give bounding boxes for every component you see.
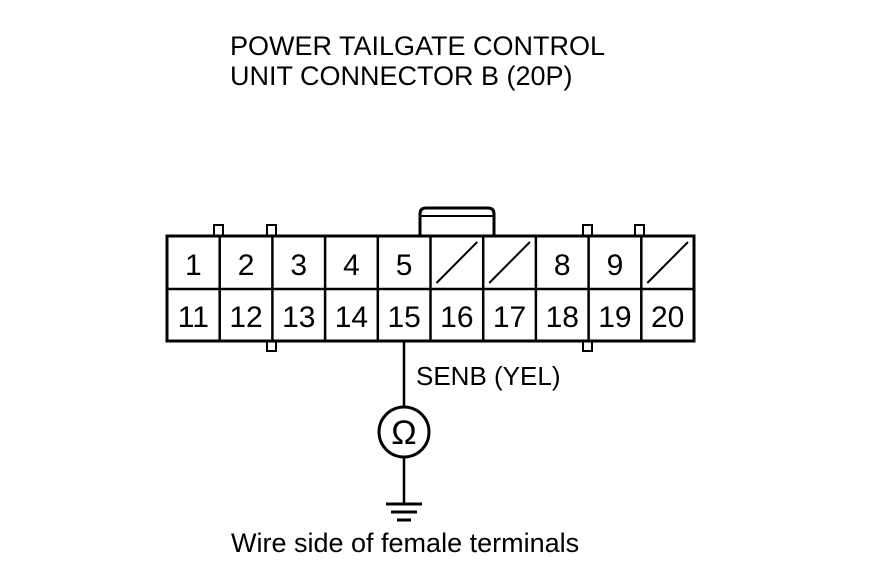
terminal-row-bottom: 11 12 13 14 15 16 17 18 19 20 <box>178 301 685 334</box>
terminal-4: 4 <box>343 249 360 282</box>
terminal-1: 1 <box>185 249 202 282</box>
title-line-2: UNIT CONNECTOR B (20P) <box>230 61 573 91</box>
terminal-14: 14 <box>335 301 368 334</box>
diagram-title: POWER TAILGATE CONTROL UNIT CONNECTOR B … <box>230 31 605 91</box>
terminal-5: 5 <box>396 249 413 282</box>
ohm-symbol: Ω <box>391 414 416 452</box>
unused-cell-mark <box>488 241 531 284</box>
terminal-8: 8 <box>554 249 571 282</box>
terminal-11: 11 <box>178 301 209 334</box>
unused-cell-marks <box>435 241 689 284</box>
title-line-1: POWER TAILGATE CONTROL <box>230 31 606 61</box>
terminal-9: 9 <box>607 249 624 282</box>
connector-latch <box>418 206 496 236</box>
terminal-13: 13 <box>282 301 315 334</box>
column-dividers <box>218 236 643 341</box>
terminal-row-top: 1 2 3 4 5 8 9 <box>185 249 623 282</box>
terminal-12: 12 <box>229 301 262 334</box>
terminal-15: 15 <box>387 301 420 334</box>
wire-label: SENB (YEL) <box>416 361 561 391</box>
unused-cell-mark <box>435 241 478 284</box>
terminal-17: 17 <box>493 301 526 334</box>
terminal-16: 16 <box>440 301 473 334</box>
terminal-19: 19 <box>598 301 631 334</box>
terminal-20: 20 <box>651 301 684 334</box>
terminal-3: 3 <box>290 249 307 282</box>
terminal-18: 18 <box>546 301 579 334</box>
diagram-caption: Wire side of female terminals <box>231 528 580 558</box>
ground-icon <box>386 457 422 522</box>
terminal-2: 2 <box>238 249 255 282</box>
unused-cell-mark <box>646 241 689 284</box>
